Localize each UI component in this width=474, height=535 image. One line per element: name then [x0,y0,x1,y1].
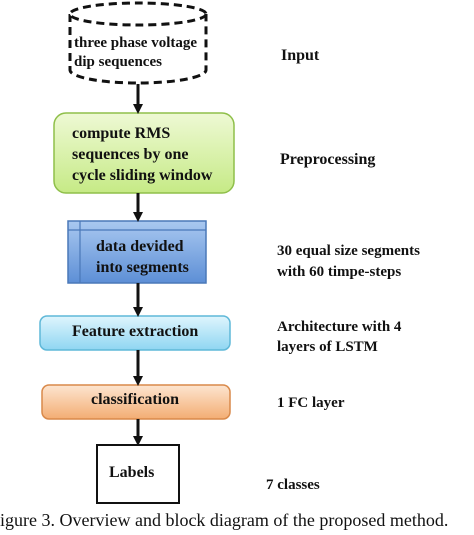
annotation-lstm-line-2: layers of LSTM [277,339,378,355]
feature-label: Feature extraction [72,323,199,340]
annotation-input: Input [281,47,320,64]
classify-label: classification [91,391,179,408]
preprocess-label-line-3: cycle sliding window [72,167,213,184]
annotation-classes: 7 classes [266,477,320,493]
preprocess-box [53,112,235,194]
preprocess-label-line-2: sequences by one [72,146,189,163]
input-cylinder [68,1,208,85]
annotation-lstm-line-1: Architecture with 4 [277,319,402,335]
labels-label: Labels [109,464,155,481]
labels-box [96,444,180,504]
annotation-preprocessing: Preprocessing [280,151,376,168]
figure-caption: igure 3. Overview and block diagram of t… [0,510,449,530]
annotation-fc-layer: 1 FC layer [277,395,345,411]
segment-label-line-2: into segments [96,259,189,276]
input-label-line-2: dip sequences [74,54,162,70]
preprocess-label-line-1: compute RMS [72,125,171,142]
input-label-line-1: three phase voltage [74,35,198,51]
annotation-segments-line-2: with 60 timpe-steps [277,264,402,280]
annotation-segments-line-1: 30 equal size segments [277,243,420,259]
segment-label-line-1: data devided [96,238,184,255]
